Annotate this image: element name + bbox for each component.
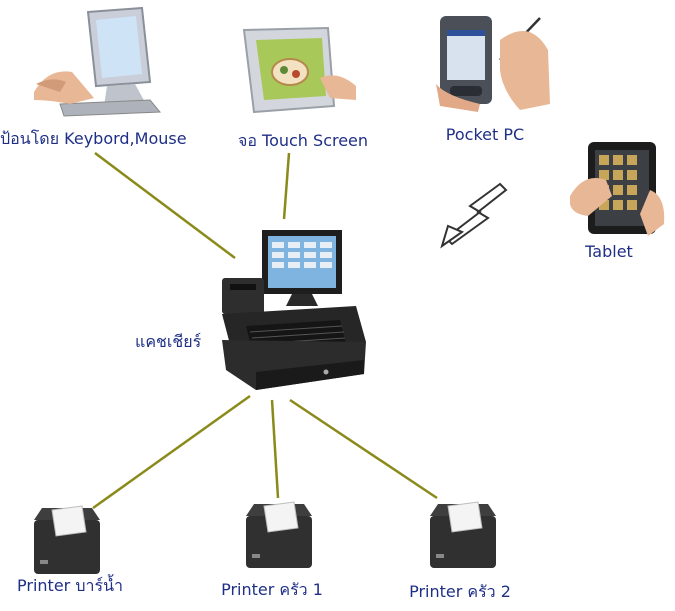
pos-terminal-icon xyxy=(222,230,366,390)
touch-screen-monitor-icon xyxy=(242,26,356,114)
connector-touch-cashier xyxy=(282,152,291,220)
connectors xyxy=(92,152,438,510)
wireless-signal-icon xyxy=(440,182,508,249)
pocket-pc-label: Pocket PC xyxy=(445,125,525,144)
cashier-label: แคชเชียร์ xyxy=(135,332,202,351)
printer-kitchen2-label: Printer ครัว 2 xyxy=(409,582,511,601)
connector-cashier-printer-kitchen2 xyxy=(289,398,438,500)
tablet-icon xyxy=(570,142,665,236)
connector-cashier-printer-bar xyxy=(92,394,251,510)
pocket-pc-icon xyxy=(436,16,550,112)
receipt-printer-icon xyxy=(246,501,312,568)
tablet-label: Tablet xyxy=(585,242,633,261)
receipt-printer-icon xyxy=(430,501,496,568)
connector-keyboard-cashier xyxy=(94,152,236,259)
connector-cashier-printer-kitchen1 xyxy=(270,399,280,499)
desktop-computer-icon xyxy=(34,6,162,117)
printer-kitchen1-label: Printer ครัว 1 xyxy=(221,580,323,599)
receipt-printer-icon xyxy=(34,505,100,574)
keyboard-mouse-label: ป้อนโดย Keybord,Mouse xyxy=(0,129,187,148)
touch-screen-label: จอ Touch Screen xyxy=(237,131,369,150)
printer-bar-label: Printer บาร์น้ำ xyxy=(17,576,123,595)
